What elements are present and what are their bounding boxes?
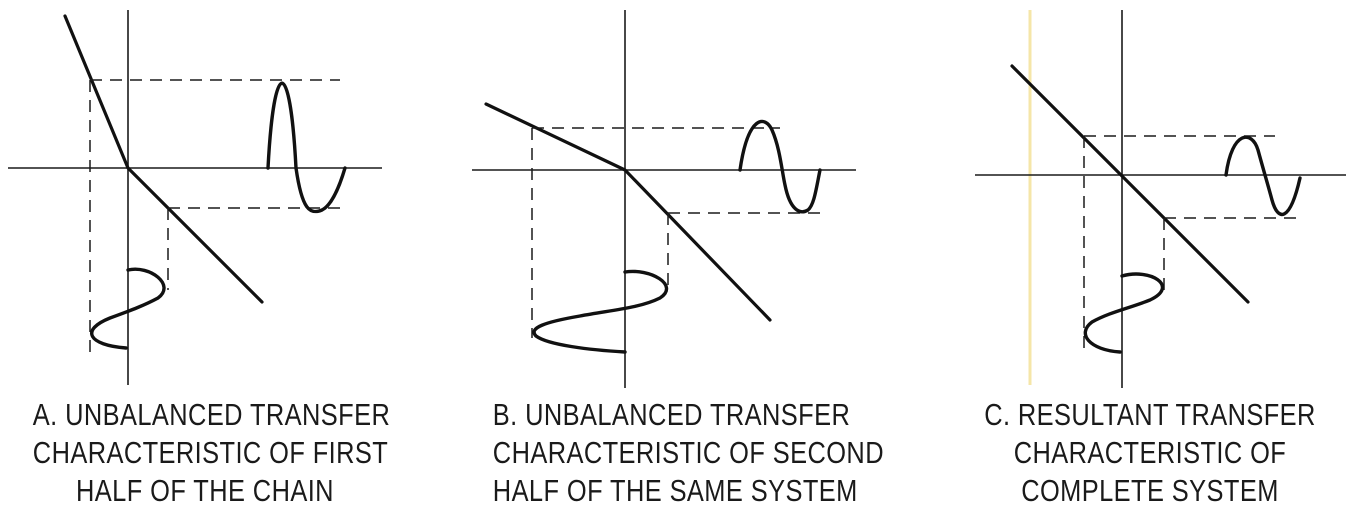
caption-line: C. RESULTANT TRANSFER — [984, 397, 1316, 432]
panel-a-transfer-curve — [63, 14, 264, 304]
panel-c-caption: C. RESULTANT TRANSFER CHARACTERISTIC OF … — [978, 396, 1322, 510]
caption-line: B. UNBALANCED TRANSFER — [492, 397, 851, 432]
panel-c-projection-lines — [1083, 135, 1300, 352]
panel-b-caption: B. UNBALANCED TRANSFER CHARACTERISTIC OF… — [492, 396, 884, 510]
caption-line: CHARACTERISTIC OF FIRST — [32, 435, 389, 470]
panel-a-input-waveform — [90, 267, 166, 350]
panel-b-transfer-curve — [484, 102, 772, 322]
caption-line: CHARACTERISTIC OF — [1013, 435, 1287, 470]
panel-a-projection-lines — [89, 79, 345, 358]
panel-c-diagram — [975, 10, 1346, 388]
panel-b-output-waveform — [738, 119, 822, 214]
panel-a-output-waveform — [266, 81, 347, 214]
panel-c-input-waveform — [1083, 272, 1165, 354]
caption-line: A. UNBALANCED TRANSFER — [32, 397, 391, 432]
panel-c-output-waveform — [1224, 135, 1302, 217]
panel-a-caption: A. UNBALANCED TRANSFER CHARACTERISTIC OF… — [32, 396, 391, 510]
panel-a-diagram — [8, 10, 382, 385]
panel-c-transfer-curve — [1010, 64, 1250, 304]
caption-line: HALF OF THE SAME SYSTEM — [492, 473, 858, 508]
panel-b-diagram — [472, 10, 856, 388]
panel-b-input-waveform — [532, 269, 669, 354]
panel-b-projection-lines — [531, 127, 820, 338]
caption-line: COMPLETE SYSTEM — [1021, 473, 1279, 508]
caption-line: HALF OF THE CHAIN — [76, 473, 334, 508]
caption-line: CHARACTERISTIC OF SECOND — [492, 435, 884, 470]
